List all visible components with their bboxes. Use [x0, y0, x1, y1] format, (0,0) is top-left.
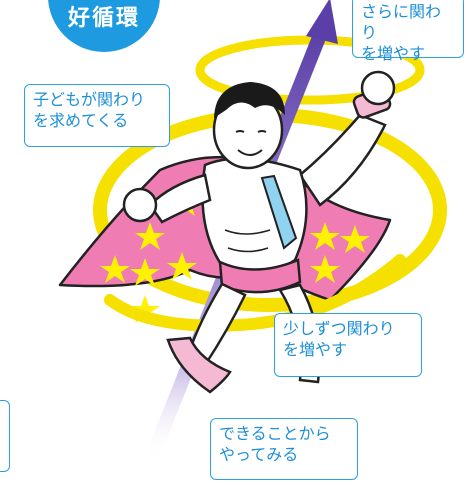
- label-child-seeks: 子どもが関わり を求めてくる: [24, 84, 170, 147]
- torso: [201, 157, 308, 275]
- briefs: [218, 258, 302, 294]
- necktie: [260, 174, 298, 250]
- label-increase-gradually: 少しずつ関わり を増やす: [274, 313, 422, 377]
- label-increase-more: さらに関わり を増やす: [352, 0, 464, 63]
- label-cropped: [0, 400, 10, 472]
- superhero-figure: [58, 70, 406, 394]
- spiral-front: [104, 254, 406, 332]
- label-start-with-possible: できることから やってみる: [210, 418, 358, 480]
